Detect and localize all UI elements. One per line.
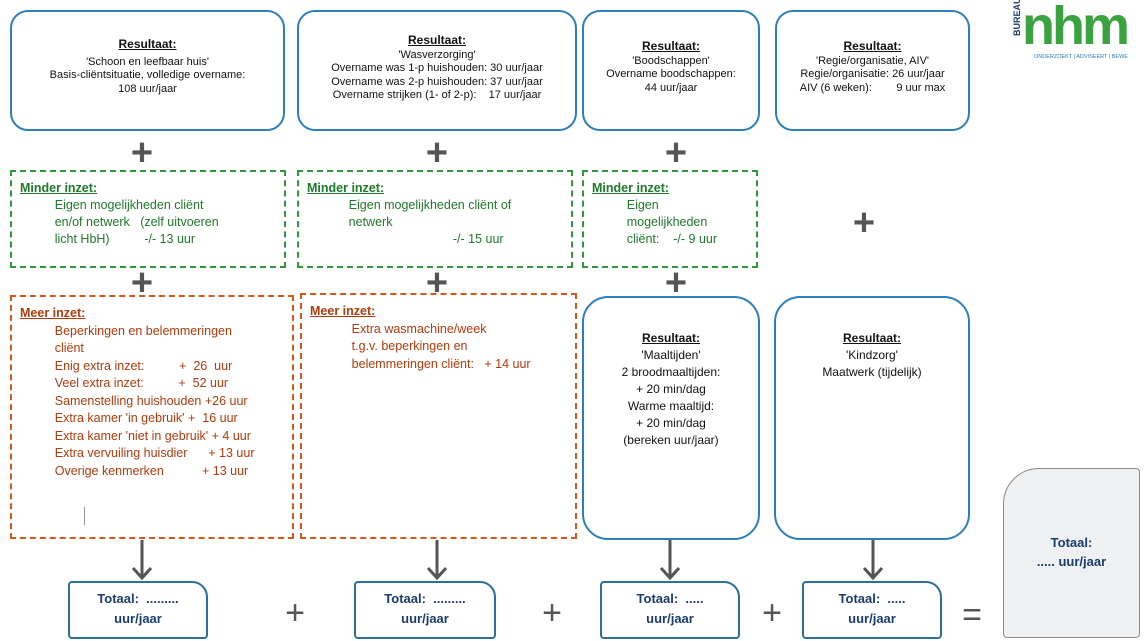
plus-sign: + [664, 132, 688, 174]
meer-title: Meer inzet: [310, 304, 376, 318]
minder-title: Minder inzet: [307, 181, 385, 195]
result-line: + 20 min/dag [636, 382, 706, 396]
equals-sign: = [962, 596, 982, 634]
svg-text:nhm: nhm [1022, 0, 1127, 56]
meer-title: Meer inzet: [20, 306, 86, 320]
down-arrow [131, 540, 153, 581]
total-line: Totaal: ......... [384, 591, 466, 606]
meer-line: Extra kamer 'niet in gebruik' + 4 uur [20, 428, 251, 443]
result-line: Warme maaltijd: [627, 399, 715, 413]
result-line: Overname was 1-p huishouden: 30 uur/jaar [331, 62, 543, 74]
plus-sign: + [425, 132, 449, 174]
result-box-schoon: Resultaat: 'Schoon en leefbaar huis' Bas… [10, 10, 285, 131]
minder-line: Eigen [592, 198, 659, 212]
meer-inzet-box-2: Meer inzet: Extra wasmachine/week t.g.v.… [300, 293, 577, 539]
result-line: 'Kindzorg' [846, 348, 898, 362]
result-line: 'Maaltijden' [641, 348, 701, 362]
bureau-nhm-logo: BUREAU nhm ONDERZOEKT | ADVISEERT | BEWE [1006, 0, 1144, 60]
total-line: uur/jaar [848, 611, 896, 626]
result-box-maaltijden: Resultaat: 'Maaltijden' 2 broodmaaltijde… [582, 296, 760, 540]
result-title: Resultaat: [842, 331, 901, 345]
result-title: Resultaat: [407, 33, 466, 47]
result-title: Resultaat: [118, 37, 177, 51]
plus-sign: + [130, 132, 154, 174]
plus-sign: + [285, 594, 305, 632]
meer-line: belemmeringen cliënt: + 14 uur [310, 356, 531, 371]
result-line: (bereken uur/jaar) [623, 433, 719, 447]
meer-line: Extra wasmachine/week [310, 321, 487, 336]
minder-line: cliënt: -/- 9 uur [592, 232, 718, 246]
minder-line: Eigen mogelijkheden cliënt [20, 198, 204, 212]
result-line: Basis-cliëntsituatie, volledige overname… [49, 69, 246, 81]
grand-total-line: ..... uur/jaar [1036, 554, 1107, 569]
result-line: 'Schoon en leefbaar huis' [86, 55, 209, 68]
plus-sign: + [425, 262, 449, 304]
result-line: 'Regie/organisatie, AIV' [815, 54, 930, 67]
result-title: Resultaat: [843, 39, 902, 53]
down-arrow [659, 540, 681, 581]
total-line: Totaal: ..... [636, 591, 704, 606]
minder-line: licht HbH) -/- 13 uur [20, 232, 196, 246]
meer-line: Veel extra inzet: + 52 uur [20, 376, 229, 390]
minder-line: netwerk [307, 215, 393, 229]
total-line: Totaal: ......... [97, 591, 179, 606]
result-line: + 20 min/dag [636, 416, 706, 430]
meer-inzet-box-1: Meer inzet: Beperkingen en belemmeringen… [10, 295, 294, 539]
minder-line: en/of netwerk (zelf uitvoeren [20, 215, 219, 229]
result-box-boodschappen: Resultaat: 'Boodschappen' Overname boods… [582, 10, 760, 131]
result-line: 108 uur/jaar [118, 82, 177, 95]
meer-line: Extra kamer 'in gebruik' + 16 uur [20, 411, 238, 425]
total-line: uur/jaar [401, 611, 449, 626]
total-box-4: Totaal: ..... uur/jaar [802, 581, 942, 639]
result-line: Overname boodschappen: [606, 68, 736, 80]
down-arrow [862, 540, 884, 581]
result-line: Regie/organisatie: 26 uur/jaar [800, 68, 945, 80]
minder-title: Minder inzet: [592, 181, 670, 195]
text-cursor [84, 507, 85, 525]
result-line: Overname strijken (1- of 2-p): 17 uur/ja… [332, 89, 542, 101]
plus-sign: + [130, 262, 154, 304]
svg-text:ONDERZOEKT | ADVISEERT | BEWE: ONDERZOEKT | ADVISEERT | BEWE [1034, 54, 1128, 60]
result-line: Overname was 2-p huishouden: 37 uur/jaar [331, 75, 543, 88]
total-box-3: Totaal: ..... uur/jaar [600, 581, 740, 639]
plus-sign: + [542, 594, 562, 632]
total-box-1: Totaal: ......... uur/jaar [68, 581, 208, 639]
result-title: Resultaat: [641, 331, 700, 345]
result-box-regie: Resultaat: 'Regie/organisatie, AIV' Regi… [775, 10, 970, 131]
result-line: Maatwerk (tijdelijk) [822, 365, 922, 379]
minder-line: mogelijkheden [592, 215, 708, 229]
plus-sign: + [762, 594, 782, 632]
total-line: Totaal: ..... [838, 591, 906, 606]
result-box-kindzorg: Resultaat: 'Kindzorg' Maatwerk (tijdelij… [774, 296, 970, 540]
minder-title: Minder inzet: [20, 181, 98, 195]
meer-line: t.g.v. beperkingen en [310, 339, 468, 353]
minder-line: -/- 15 uur [307, 232, 504, 246]
meer-line: Beperkingen en belemmeringen [20, 323, 232, 338]
result-line: 44 uur/jaar [644, 81, 698, 94]
grand-total-box: Totaal: ..... uur/jaar [1003, 468, 1140, 638]
total-line: uur/jaar [646, 611, 694, 626]
meer-line: Enig extra inzet: + 26 uur [20, 358, 233, 373]
meer-line: Samenstelling huishouden +26 uur [20, 393, 248, 408]
result-title: Resultaat: [641, 39, 700, 53]
total-line: uur/jaar [114, 611, 162, 626]
plus-sign: + [852, 202, 876, 244]
total-box-2: Totaal: ......... uur/jaar [354, 581, 496, 639]
minder-line: Eigen mogelijkheden cliënt of [307, 198, 512, 212]
plus-sign: + [664, 262, 688, 304]
grand-total-line: Totaal: [1050, 535, 1093, 550]
svg-text:BUREAU: BUREAU [1012, 0, 1022, 36]
meer-line: Overige kenmerken + 13 uur [20, 463, 249, 478]
result-box-was: Resultaat: 'Wasverzorging' Overname was … [297, 10, 577, 131]
down-arrow [426, 540, 448, 581]
meer-line: Extra vervuiling huisdier + 13 uur [20, 446, 255, 460]
minder-inzet-box-3: Minder inzet: Eigen mogelijkheden cliënt… [582, 170, 758, 268]
minder-inzet-box-2: Minder inzet: Eigen mogelijkheden cliënt… [297, 170, 573, 268]
result-line: 'Wasverzorging' [398, 48, 476, 61]
result-line: AIV (6 weken): 9 uur max [799, 81, 946, 94]
meer-line: cliënt [20, 341, 84, 355]
result-line: 'Boodschappen' [632, 54, 710, 67]
result-line: 2 broodmaaltijden: [621, 365, 721, 379]
minder-inzet-box-1: Minder inzet: Eigen mogelijkheden cliënt… [10, 170, 286, 268]
